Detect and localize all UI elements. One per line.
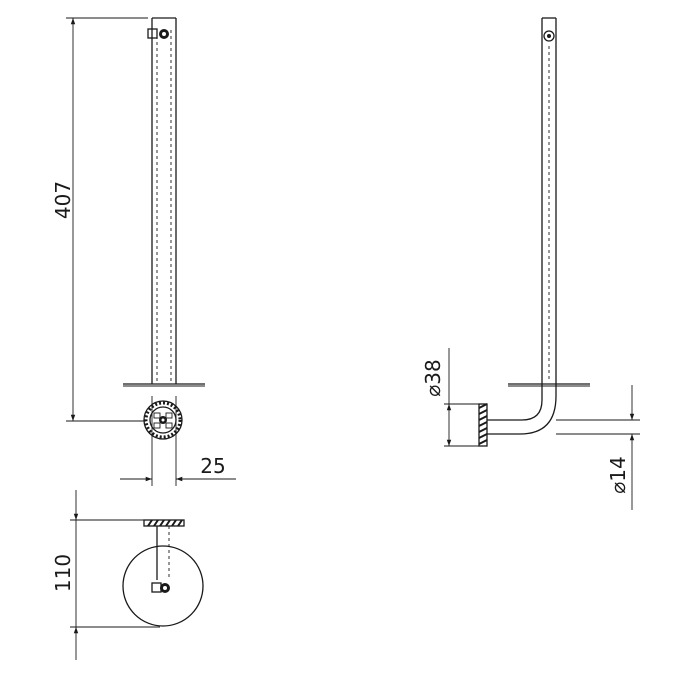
- dimension-height-label: 407: [51, 181, 75, 219]
- diameter-symbol-icon: ⌀: [421, 385, 445, 397]
- top-screw-icon: [151, 582, 170, 593]
- side-arm-inner-bend: [487, 384, 543, 421]
- side-wall-flange-icon: [478, 403, 488, 447]
- dimension-tube-width: 25: [120, 396, 236, 486]
- top-base-disc: [122, 545, 204, 627]
- dimension-depth-label: 110: [51, 554, 75, 592]
- dimension-height: 407: [51, 17, 148, 422]
- dimension-depth: 110: [51, 490, 160, 660]
- dimension-tube-diameter-value: 14: [606, 456, 630, 481]
- dimension-flange-diameter-value: 38: [421, 359, 445, 384]
- dimension-flange-diameter-label: ⌀38: [421, 359, 445, 397]
- top-wall-plate-icon: [143, 519, 185, 527]
- side-view: ⌀38 ⌀14: [421, 17, 640, 510]
- front-top-screw-icon: [147, 28, 169, 39]
- top-view: 110: [51, 490, 204, 660]
- dimension-tube-diameter-label: ⌀14: [606, 456, 630, 494]
- dimension-tube-diameter: ⌀14: [556, 385, 640, 510]
- dimension-flange-diameter: ⌀38: [421, 348, 479, 447]
- front-view: 407 25: [51, 17, 236, 486]
- diameter-symbol-icon: ⌀: [606, 482, 630, 494]
- side-top-screw-icon: [543, 30, 555, 42]
- side-arm-outer-bend: [487, 395, 557, 435]
- dimension-tube-width-label: 25: [200, 454, 225, 478]
